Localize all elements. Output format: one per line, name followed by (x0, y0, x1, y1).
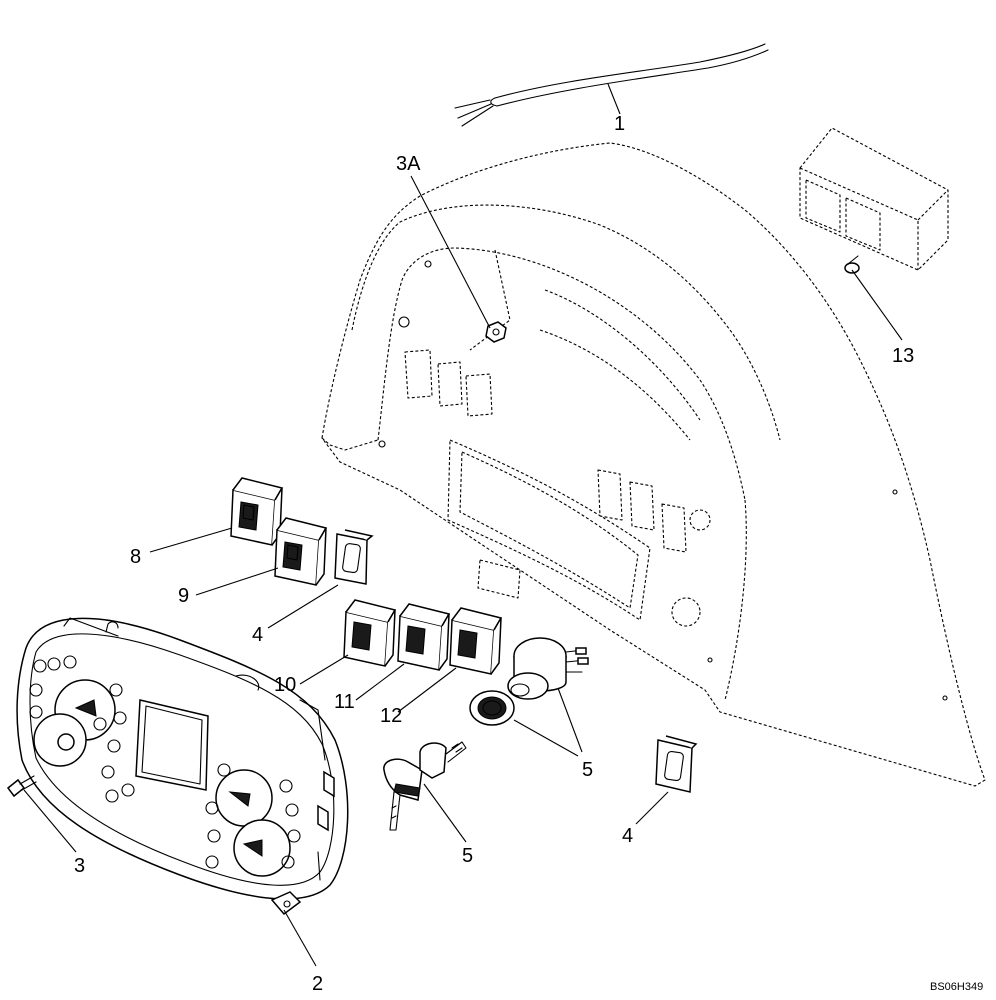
callout-12: 12 (380, 705, 402, 727)
blank-plug-4-left (334, 529, 374, 585)
mounting-screw (6, 775, 37, 798)
drawing-reference-code: BS06H349 (930, 981, 983, 993)
callout-10: 10 (274, 674, 296, 696)
rocker-switch-12 (449, 607, 503, 675)
leader-lines (23, 83, 903, 967)
wire-harness (454, 43, 769, 127)
callout-9: 9 (178, 585, 189, 607)
blank-plug-4-right (655, 735, 698, 793)
rocker-switch-8 (230, 477, 284, 546)
callout-4-left: 4 (252, 624, 263, 646)
rocker-switch-10 (343, 599, 397, 667)
callout-13: 13 (892, 345, 914, 367)
nut-3a (485, 321, 507, 343)
rocker-switch-9 (274, 517, 328, 586)
console-housing (321, 142, 986, 787)
callout-labels: 1 3A 13 8 9 4 10 11 12 5 5 4 3 2 BS06H34… (74, 113, 983, 995)
rocker-switch-11 (397, 603, 451, 671)
ignition-switch (507, 637, 589, 700)
instrument-cluster (16, 617, 349, 916)
ignition-bezel-ring (469, 690, 515, 726)
callout-5-key: 5 (462, 845, 473, 867)
callout-11: 11 (334, 691, 355, 713)
ignition-key (383, 741, 467, 831)
callout-1: 1 (614, 113, 625, 135)
callout-3a: 3A (396, 153, 421, 175)
callout-4-right: 4 (622, 825, 633, 847)
callout-2: 2 (312, 973, 323, 995)
fastener-13 (844, 255, 860, 274)
callout-5-ignition: 5 (582, 759, 593, 781)
upper-switch-module (799, 127, 949, 271)
callout-8: 8 (130, 546, 141, 568)
callout-3: 3 (74, 855, 85, 877)
